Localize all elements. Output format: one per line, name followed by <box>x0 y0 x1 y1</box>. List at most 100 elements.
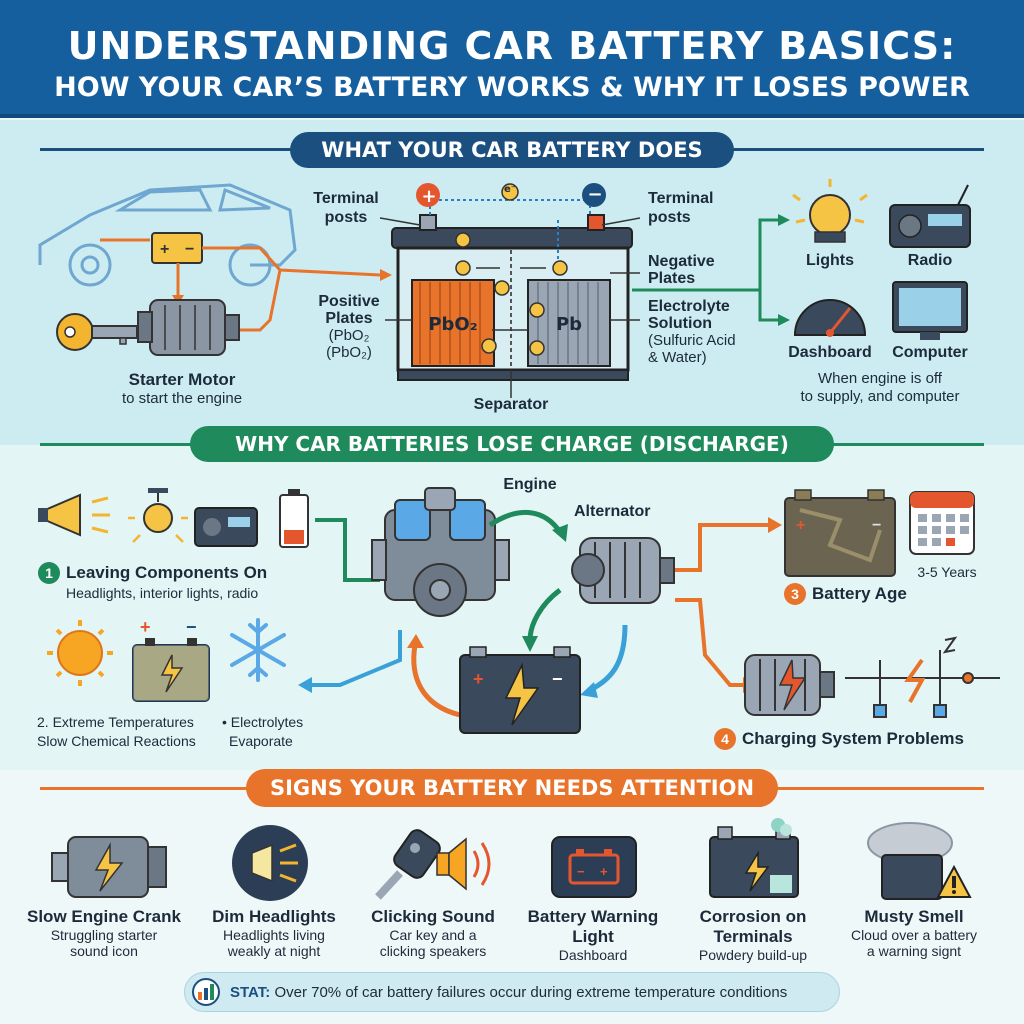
sign-desc-line2: a warning signt <box>866 943 962 959</box>
stat-banner <box>184 972 840 1012</box>
wiring-fault-icon <box>845 636 1000 718</box>
sign-desc-line1: Powdery build-up <box>698 947 808 963</box>
bar-chart-icon <box>192 978 220 1006</box>
starter-motor-title: Starter Motor <box>128 370 236 389</box>
center-battery-icon: + − <box>459 646 581 734</box>
sign-slow-engine-crank: Slow Engine Crank Struggling starter sou… <box>19 907 189 959</box>
sign-title: Slow Engine Crank <box>27 907 181 926</box>
item2-title: 2. Extreme Temperatures <box>37 714 194 730</box>
musty-smell-cloud-icon <box>867 822 972 900</box>
plus-symbol: + <box>421 186 437 207</box>
low-battery-icon <box>279 489 309 548</box>
alternator-label: Alternator <box>574 503 651 520</box>
positive-terminal-icon <box>416 183 440 207</box>
battery-age-years: 3-5 Years <box>917 564 977 580</box>
svg-text:−: − <box>186 617 197 637</box>
section2-heading: WHY CAR BATTERIES LOSE CHARGE (DISCHARGE… <box>190 426 834 462</box>
radio-icon <box>889 184 971 248</box>
item1-number-badge: 1 <box>38 562 60 584</box>
svg-text:+: + <box>140 617 151 637</box>
stat-text: Over 70% of car battery failures occur d… <box>274 984 788 1001</box>
stat-text-line: STAT: Over 70% of car battery failures o… <box>230 984 787 1001</box>
old-battery-icon: + − <box>784 489 896 577</box>
sign-desc-line1: Cloud over a battery <box>850 927 978 943</box>
discharge-diagram: + − + − <box>38 487 1000 734</box>
sign-desc-line2: sound icon <box>70 943 138 959</box>
pb-plate-label: Pb <box>555 314 583 335</box>
item1-title: 1 Leaving Components On <box>38 562 267 584</box>
car-key-icon <box>56 313 138 351</box>
sign-desc-line1: Headlights living <box>223 927 325 943</box>
sign-title: Dim Headlights <box>212 907 336 926</box>
alternator-icon <box>571 537 675 604</box>
battery-warning-light-icon: − + <box>551 836 637 898</box>
sign-title: Battery Warning Light <box>527 907 659 946</box>
sign-desc-line2: weakly at night <box>227 943 321 959</box>
sign-title: Corrosion on Terminals <box>699 907 807 946</box>
separator-label: Separator <box>473 396 549 413</box>
dashboard-gauge-icon <box>793 299 867 337</box>
sign-title: Clicking Sound <box>371 907 495 926</box>
minus-symbol: − <box>587 184 603 205</box>
item2-desc: Slow Chemical Reactions <box>37 733 196 749</box>
item2-side-line2: Evaporate <box>229 733 293 749</box>
sign-corrosion-terminals: Corrosion on Terminals Powdery build-up <box>668 907 838 963</box>
dashboard-label: Dashboard <box>788 344 872 361</box>
starter-motor-icon <box>137 299 240 356</box>
sign-clicking-sound: Clicking Sound Car key and a clicking sp… <box>348 907 518 959</box>
computer-icon <box>892 281 968 340</box>
item3-title: 3 Battery Age <box>784 583 907 605</box>
corroded-terminals-icon <box>709 818 799 898</box>
radio-label: Radio <box>907 252 953 269</box>
header-banner <box>0 0 1024 118</box>
car-key-icon <box>375 829 441 900</box>
item4-number-badge: 4 <box>714 728 736 750</box>
car-outline-icon <box>38 183 297 287</box>
sun-icon <box>47 620 113 686</box>
car-battery-icon: + − <box>151 232 203 264</box>
sign-desc-line1: Dashboard <box>558 947 628 963</box>
computer-label: Computer <box>892 344 968 361</box>
electrolyte-label: Electrolyte Solution (Sulfuric Acid & Wa… <box>648 298 736 366</box>
speaker-icon <box>436 837 491 891</box>
headlight-icon <box>38 493 110 537</box>
svg-text:+: + <box>473 669 484 689</box>
lights-icon <box>792 179 868 243</box>
item1-desc: Headlights, interior lights, radio <box>66 585 259 601</box>
radio-icon <box>194 507 258 547</box>
svg-text:−: − <box>872 517 881 534</box>
positive-plates-label: Positive Plates (PbO₂ (PbO₂) <box>318 293 380 361</box>
calendar-icon <box>909 491 975 555</box>
engine-off-note-line1: When engine is off <box>818 370 942 387</box>
item1-title-text: Leaving Components On <box>66 563 268 582</box>
page-subtitle: HOW YOUR CAR’S BATTERY WORKS & WHY IT LO… <box>54 72 970 103</box>
engine-icon <box>371 487 510 617</box>
sign-title: Musty Smell <box>864 907 964 926</box>
item2-side-line1: • Electrolytes <box>222 714 304 730</box>
svg-text:−: − <box>185 241 194 258</box>
section1-heading: WHAT YOUR CAR BATTERY DOES <box>290 132 734 168</box>
starter-motor-desc: to start the engine <box>121 390 243 407</box>
sign-desc-line2: clicking speakers <box>379 943 487 959</box>
item3-number-badge: 3 <box>784 583 806 605</box>
svg-text:−: − <box>552 669 563 689</box>
engine-off-note-line2: to supply, and computer <box>800 388 960 405</box>
sign-dim-headlights: Dim Headlights Headlights living weakly … <box>189 907 359 959</box>
interior-light-icon <box>128 488 188 543</box>
engine-label: Engine <box>503 476 557 493</box>
snowflake-icon <box>230 618 286 682</box>
dim-headlight-icon <box>232 825 308 901</box>
signs-icons: − + <box>51 818 972 901</box>
sign-musty-smell: Musty Smell Cloud over a battery a warni… <box>829 907 999 959</box>
svg-text:+: + <box>160 241 169 258</box>
svg-text:+: + <box>796 517 805 534</box>
battery-function-diagram: + − <box>38 179 971 398</box>
negative-terminal-icon <box>582 183 606 207</box>
battery-cutaway <box>391 183 633 398</box>
item3-title-text: Battery Age <box>812 584 907 603</box>
temperature-battery-icon: + − <box>132 617 210 702</box>
electron-label: e⁻ <box>503 184 517 195</box>
